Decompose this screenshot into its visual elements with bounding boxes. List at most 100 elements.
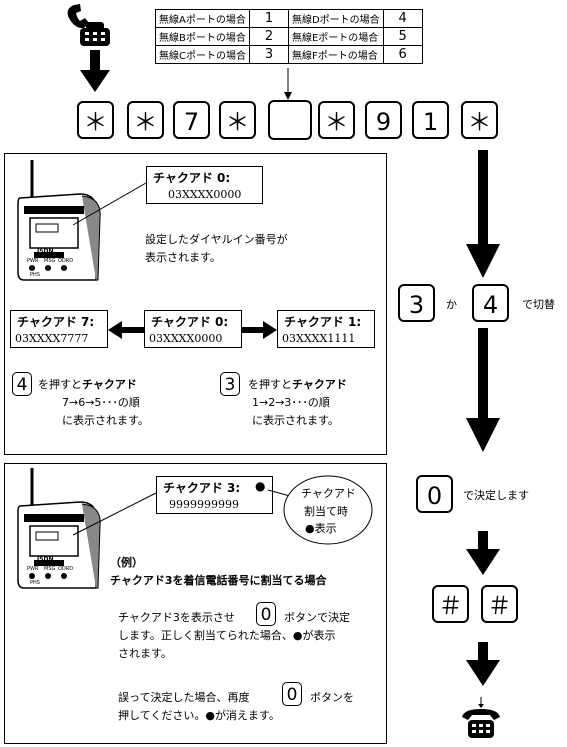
table-row: 無線Bポートの場合 2 無線Eポートの場合 5 [155, 27, 423, 46]
note-text: に表示されます。 [252, 414, 339, 427]
lcd-display-next: チャクアド 1: 03XXXX1111 [277, 310, 375, 348]
key-3[interactable]: 3 [398, 284, 435, 322]
port-label: 無線Cポートの場合 [155, 45, 250, 64]
key-hash[interactable]: ＃ [432, 585, 469, 623]
key-asterisk[interactable]: ＊ [318, 101, 355, 139]
key-0-small[interactable]: 0 [256, 602, 276, 626]
key-3-small[interactable]: 3 [220, 372, 240, 396]
instruction-text: ボタンで決定 [284, 611, 350, 624]
phone-brand: ISDN [37, 556, 54, 563]
arrow-down-icon [466, 642, 500, 686]
port-label: 無線Dポートの場合 [287, 9, 384, 28]
port-label: 無線Eポートの場合 [287, 27, 384, 46]
note-text: に表示されます。 [62, 414, 149, 427]
note-text: 1→2→3･･･の順 [252, 396, 330, 409]
lcd-title: チャクアド 0: [151, 315, 229, 329]
phs-handset-illustration [17, 160, 101, 281]
port-digit: 3 [248, 45, 289, 64]
pointer-arrow-icon [284, 68, 292, 100]
phone-model-label: PHS [30, 272, 40, 278]
callout-line [72, 182, 147, 226]
assigned-marker: ● [255, 479, 266, 493]
lcd-display-previous: チャクアド 7: 03XXXX7777 [10, 310, 108, 348]
lcd-display-assigned: チャクアド 3: ● 9999999999 [156, 476, 273, 514]
key-9[interactable]: 9 [365, 101, 402, 139]
instruction-text: ボタンを [310, 691, 354, 704]
key-4[interactable]: 4 [472, 284, 509, 322]
instruction-text: チャクアド3を表示させ [118, 611, 235, 624]
table-row: 無線Aポートの場合 1 無線Dポートの場合 4 [155, 9, 423, 28]
instruction-text: します。正しく割当てられた場合、●が表示 [118, 629, 336, 642]
instruction-text: 誤って決定した場合、再度 [118, 691, 250, 704]
instruction-text: 押してください。●が消えます。 [118, 709, 280, 722]
key-1[interactable]: 1 [412, 101, 449, 139]
note-text: を押すとチャクアド [38, 377, 137, 393]
bubble-text: ●表示 [305, 522, 337, 535]
key-0-small[interactable]: 0 [282, 682, 302, 706]
bubble-text: 割当て時 [304, 505, 348, 518]
port-label: 無線Aポートの場合 [155, 9, 250, 28]
arrow-down-icon [466, 531, 500, 575]
note-bold: チャクアド [292, 378, 347, 391]
arrow-down-icon [466, 328, 500, 452]
arrow-right-icon [242, 321, 277, 339]
port-digit: 4 [382, 9, 423, 28]
phone-brand: ISDN [37, 248, 54, 255]
port-digit: 5 [382, 27, 423, 46]
note-text: を押すとチャクアド [248, 377, 347, 393]
lcd-number: 03XXXX7777 [15, 332, 89, 345]
key-asterisk[interactable]: ＊ [461, 101, 498, 139]
phone-button-label: PWR [27, 566, 39, 572]
key-7[interactable]: 7 [173, 101, 210, 139]
note-text: を押すと [38, 378, 82, 391]
port-digit: 1 [248, 9, 289, 28]
key-asterisk[interactable]: ＊ [77, 101, 114, 139]
port-label: 無線Bポートの場合 [155, 27, 250, 46]
callout-bubble [268, 475, 373, 545]
port-digit: 2 [248, 27, 289, 46]
note-text: を押すと [248, 378, 292, 391]
key-4-small[interactable]: 4 [12, 372, 32, 396]
key-port-blank[interactable] [268, 100, 312, 140]
arrow-left-icon [108, 321, 145, 339]
note-text: 7→6→5･･･の順 [62, 396, 140, 409]
lcd-display-center: チャクアド 0: 03XXXX0000 [144, 310, 242, 348]
caption-text: 設定したダイヤルイン番号が [145, 233, 288, 246]
connector-text: か [446, 298, 457, 311]
arrow-down-icon [466, 150, 500, 278]
phone-offhook-icon [67, 4, 110, 46]
port-digit: 6 [382, 45, 423, 64]
port-label: 無線Fポートの場合 [287, 45, 384, 64]
lcd-number: 03XXXX0000 [149, 332, 223, 345]
phone-button-label: PWR [27, 258, 39, 264]
lcd-title: チャクアド 3: [163, 481, 241, 495]
lcd-title: チャクアド 7: [17, 315, 95, 329]
lcd-display-current: チャクアド 0: 03XXXX0000 [146, 166, 263, 204]
lcd-title: チャクアド 1: [284, 315, 362, 329]
instruction-text: されます。 [118, 647, 172, 660]
key-hash[interactable]: ＃ [481, 585, 518, 623]
phone-button-label: ODRD [58, 258, 74, 264]
note-bold: チャクアド [82, 378, 137, 391]
lcd-number: 03XXXX1111 [282, 332, 356, 345]
phone-model-label: PHS [30, 580, 40, 586]
confirm-label: で決定します [463, 489, 529, 502]
example-heading: チャクアド3を着信電話番号に割当てる場合 [110, 574, 327, 587]
key-0[interactable]: 0 [416, 475, 453, 513]
key-asterisk[interactable]: ＊ [127, 101, 164, 139]
callout-line [72, 492, 157, 536]
table-row: 無線Cポートの場合 3 無線Fポートの場合 6 [155, 45, 423, 64]
phone-button-label: MSG [44, 258, 56, 264]
arrow-down-icon [80, 50, 110, 92]
example-label: （例） [110, 556, 143, 569]
lcd-number: 03XXXX0000 [168, 188, 242, 201]
key-asterisk[interactable]: ＊ [219, 101, 256, 139]
port-table: 無線Aポートの場合 1 無線Dポートの場合 4 無線Bポートの場合 2 無線Eポ… [155, 9, 423, 64]
switch-label: で切替 [522, 298, 555, 311]
phone-onhook-icon [462, 697, 500, 738]
phs-handset-illustration [17, 468, 101, 589]
lcd-title: チャクアド 0: [153, 171, 231, 185]
phone-button-label: MSG [44, 566, 56, 572]
caption-text: 表示されます。 [145, 251, 221, 264]
phone-button-label: ODRD [58, 566, 74, 572]
